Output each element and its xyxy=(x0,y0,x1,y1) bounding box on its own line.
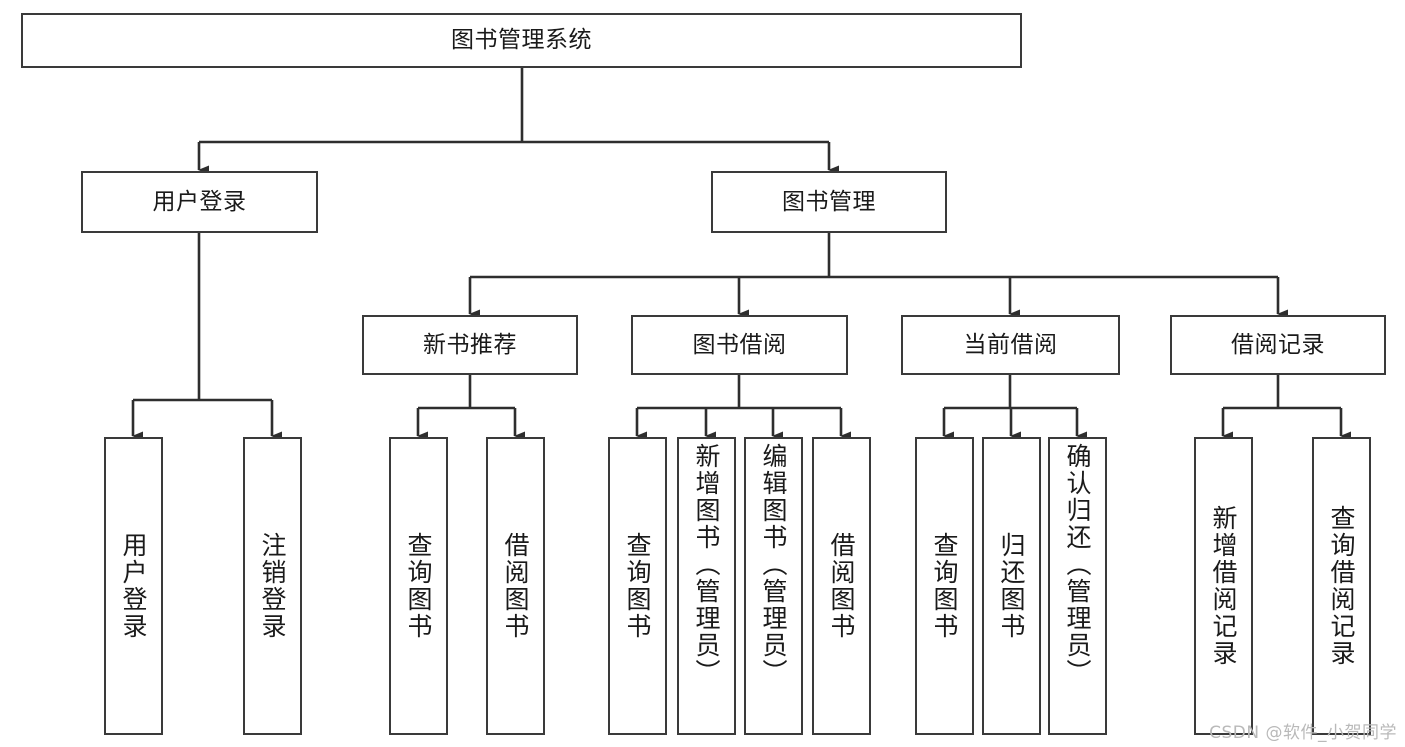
node-leaf-add-borrow-record[interactable]: 新增借阅记录 xyxy=(1194,437,1253,735)
node-label: 借阅记录 xyxy=(1231,331,1325,358)
node-label: 图书管理 xyxy=(782,188,876,215)
node-book-borrow[interactable]: 图书借阅 xyxy=(631,315,848,375)
watermark-text: CSDN @软件_小贺同学 xyxy=(1209,723,1397,743)
node-leaf-logout[interactable]: 注销登录 xyxy=(243,437,302,735)
node-leaf-return-book[interactable]: 归还图书 xyxy=(982,437,1041,735)
node-label: 新书推荐 xyxy=(423,331,517,358)
node-label: 归还图书 xyxy=(997,532,1026,640)
node-label: 借阅图书 xyxy=(827,532,856,640)
node-label: 当前借阅 xyxy=(963,331,1058,358)
edge-paths xyxy=(131,68,1351,441)
node-user-login[interactable]: 用户登录 xyxy=(81,171,318,233)
node-book-manage[interactable]: 图书管理 xyxy=(711,171,947,233)
node-leaf-user-login[interactable]: 用户登录 xyxy=(104,437,163,735)
node-leaf-query-book-rec[interactable]: 查询图书 xyxy=(389,437,448,735)
node-root[interactable]: 图书管理系统 xyxy=(21,13,1022,68)
node-label: 注销登录 xyxy=(258,532,287,640)
node-borrow-record[interactable]: 借阅记录 xyxy=(1170,315,1386,375)
node-label: 借阅图书 xyxy=(501,532,530,640)
node-leaf-edit-book-admin[interactable]: 编辑图书（管理员） xyxy=(744,437,803,735)
node-leaf-borrow-book[interactable]: 借阅图书 xyxy=(812,437,871,735)
node-leaf-query-book[interactable]: 查询图书 xyxy=(608,437,667,735)
node-label: 确认归还（管理员） xyxy=(1063,443,1092,686)
node-leaf-borrow-book-rec[interactable]: 借阅图书 xyxy=(486,437,545,735)
node-label: 查询图书 xyxy=(404,532,433,640)
node-leaf-query-book-cur[interactable]: 查询图书 xyxy=(915,437,974,735)
node-label: 用户登录 xyxy=(152,188,247,215)
node-new-book-recommend[interactable]: 新书推荐 xyxy=(362,315,578,375)
node-label: 新增借阅记录 xyxy=(1209,505,1238,667)
node-label: 查询图书 xyxy=(930,532,959,640)
node-label: 编辑图书（管理员） xyxy=(759,443,788,686)
node-label: 新增图书（管理员） xyxy=(692,443,721,686)
node-label: 图书管理系统 xyxy=(451,27,592,54)
node-label: 用户登录 xyxy=(119,532,148,640)
node-leaf-add-book-admin[interactable]: 新增图书（管理员） xyxy=(677,437,736,735)
node-label: 图书借阅 xyxy=(692,331,787,358)
node-label: 查询借阅记录 xyxy=(1327,505,1356,667)
node-leaf-confirm-return-admin[interactable]: 确认归还（管理员） xyxy=(1048,437,1107,735)
node-leaf-query-borrow-record[interactable]: 查询借阅记录 xyxy=(1312,437,1371,735)
node-current-borrow[interactable]: 当前借阅 xyxy=(901,315,1120,375)
node-label: 查询图书 xyxy=(623,532,652,640)
